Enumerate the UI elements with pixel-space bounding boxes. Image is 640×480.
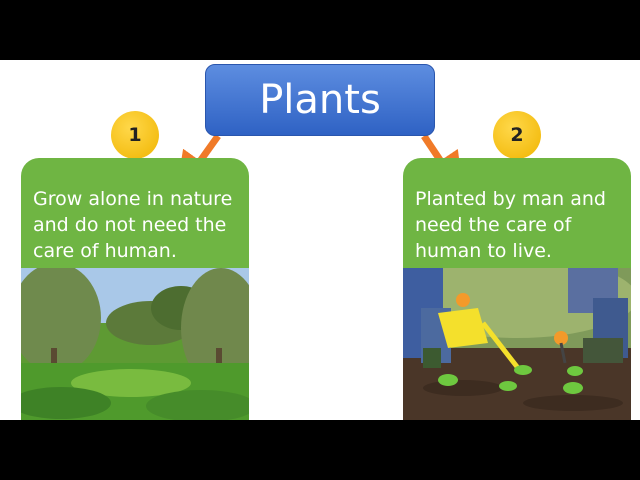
card-2-text: Planted by man and need the care of huma… [415,188,606,262]
gardening-photo [403,268,631,420]
badge-2: 2 [493,111,541,159]
slide: Plants 1 2 Grow alone in nature and do n… [0,60,640,420]
card-cultivated-plants: Planted by man and need the care of huma… [403,158,631,420]
wild-field-photo [21,268,249,420]
badge-1: 1 [111,111,159,159]
title-box: Plants [205,64,435,136]
card-wild-plants: Grow alone in nature and do not need the… [21,158,249,420]
title-text: Plants [259,77,381,123]
card-1-text: Grow alone in nature and do not need the… [33,188,233,262]
